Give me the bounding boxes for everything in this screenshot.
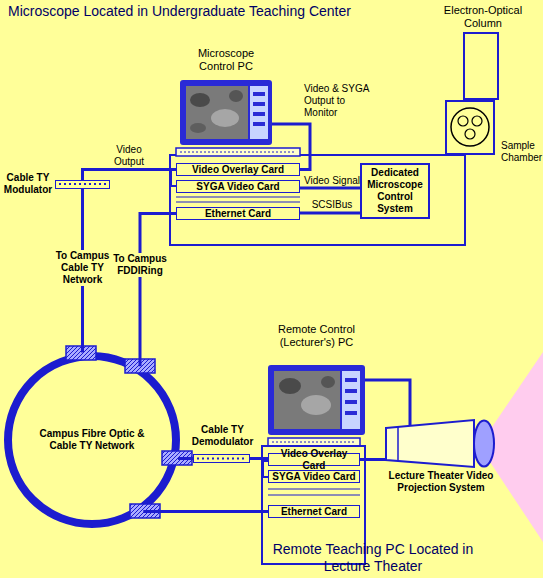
sample-chamber: Sample Chamber (445, 100, 495, 155)
connector-line (83, 170, 177, 181)
node-label: Video Overlay Card (269, 454, 359, 465)
monitor-screen (274, 371, 340, 429)
video-projector: Lecture Theater Video Projection System (385, 420, 495, 467)
node-label: Ethernet Card (177, 208, 299, 219)
diagram-title: Microscope Located in Undergraduate Teac… (8, 3, 388, 20)
node-label: Ethernet Card (269, 506, 359, 517)
chamber-port (465, 129, 475, 139)
demodulator-box: Cable TY Demodulator (193, 454, 250, 463)
card-slot (176, 202, 300, 203)
edge-label: Video Signal (302, 175, 362, 187)
projection-beam (490, 352, 543, 542)
pc-card: Ethernet Card (176, 207, 300, 220)
projector-detail (397, 427, 399, 461)
connector-line (143, 510, 268, 513)
monitor-frame (268, 365, 365, 435)
connector-line (250, 457, 268, 460)
edge-label: SCSIBus (302, 199, 362, 211)
chamber-port (451, 108, 489, 146)
edge-label: To Campus FDDIRing (112, 253, 168, 277)
monitor-frame (180, 80, 272, 145)
pc-card: SYGA Video Card (176, 180, 300, 193)
optical-column: Electron-Optical Column (463, 32, 499, 100)
card-slot (268, 495, 360, 496)
modulator-box: Cable TY Modulator (55, 180, 110, 189)
node-label: Lecture Theater Video Projection System (385, 470, 497, 494)
card-slot (176, 197, 300, 198)
monitor: Remote Control (Lecturer's) PC (268, 365, 365, 435)
node-label: SYGA Video Card (177, 181, 299, 192)
control-system-box: Dedicated Microscope Control System (360, 163, 430, 219)
keyboard-strip (268, 438, 360, 446)
screen-menu-item (345, 411, 357, 415)
screen-image (301, 395, 331, 415)
node-label: Cable TY Demodulator (189, 424, 256, 448)
connector-line (360, 458, 385, 461)
screen-image (229, 90, 243, 102)
node-label: Remote Control (Lecturer's) PC (268, 323, 365, 349)
node-label: Sample Chamber (501, 140, 543, 164)
node-label: Electron-Optical Column (431, 4, 535, 30)
monitor: Microscope Control PC (180, 80, 272, 145)
pc-card: Video Overlay Card (176, 163, 300, 176)
screen-menu-item (345, 378, 357, 382)
demodulator-dots (197, 458, 246, 460)
connector-line (300, 187, 360, 190)
connector-line (300, 212, 360, 215)
connector-line (140, 214, 176, 367)
monitor-screen (186, 86, 248, 139)
screen-image (211, 109, 239, 127)
chamber-port (458, 116, 468, 126)
edge-label: Video & SYGA Output to Monitor (304, 83, 376, 119)
edge-label: To Campus Cable TY Network (52, 250, 113, 286)
chamber-port (472, 116, 482, 126)
projector-body (386, 420, 474, 467)
node-label: Microscope Control PC (192, 47, 260, 73)
pc-card: Video Overlay Card (268, 453, 360, 466)
node-label: Dedicated Microscope Control System (362, 165, 428, 217)
node-label: Video Overlay Card (177, 164, 299, 175)
edge-label: Video Output (106, 144, 152, 168)
screen-menu (250, 86, 268, 139)
screen-menu-item (253, 92, 265, 96)
card-slot (268, 489, 360, 490)
screen-image (190, 93, 210, 107)
screen-image (321, 376, 335, 388)
section-heading: Remote Teaching PC Located in Lecture Th… (262, 541, 484, 575)
microscope-base (170, 155, 465, 245)
connector-line (365, 380, 410, 426)
screen-menu (342, 371, 360, 429)
screen-menu-item (345, 400, 357, 404)
pc-card: Ethernet Card (268, 505, 360, 518)
node-label: Cable TY Modulator (1, 172, 55, 196)
pc-card: SYGA Video Card (268, 470, 360, 483)
screen-image (190, 123, 206, 133)
node-label: Campus Fibre Optic & Cable TY Network (32, 410, 152, 470)
screen-menu-item (253, 102, 265, 106)
keyboard-keys (272, 442, 356, 443)
network-ring: Campus Fibre Optic & Cable TY Network (4, 352, 180, 528)
keyboard-keys (180, 152, 296, 153)
keyboard-strip (176, 148, 300, 156)
screen-image (279, 378, 301, 394)
screen-menu-item (253, 122, 265, 126)
screen-menu-item (253, 112, 265, 116)
connector-line (178, 457, 193, 460)
connector-line (272, 124, 310, 170)
screen-menu-item (345, 389, 357, 393)
network-port (162, 451, 192, 465)
node-label: SYGA Video Card (269, 471, 359, 482)
modulator-dots (59, 183, 106, 185)
projector-lens (474, 421, 494, 467)
